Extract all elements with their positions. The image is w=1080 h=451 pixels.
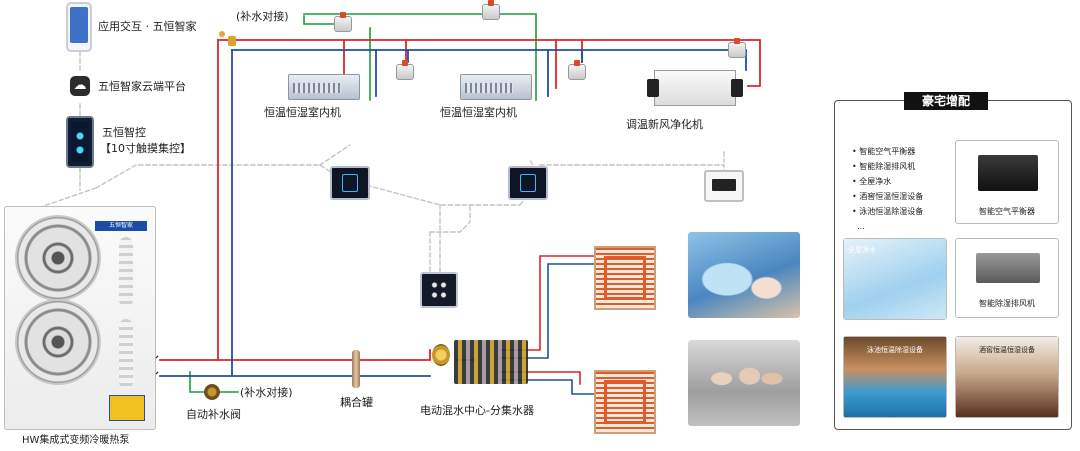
hp-brand-badge: 五恒智家 bbox=[95, 221, 147, 231]
phone-app bbox=[66, 2, 92, 52]
label-heat-pump: HW集成式变频冷暖热泵 bbox=[22, 435, 130, 446]
label-cloud: 五恒智家云端平台 bbox=[98, 80, 186, 93]
air-balancer-image bbox=[978, 155, 1038, 191]
label-app: 应用交互 · 五恒智家 bbox=[98, 20, 197, 33]
card-dehumidifier-caption: 智能除湿排风机 bbox=[979, 299, 1035, 308]
label-coupling-tank: 耦合罐 bbox=[340, 396, 373, 409]
label-erv: 调温新风净化机 bbox=[626, 118, 703, 131]
fan-top bbox=[15, 215, 101, 301]
card-wine-caption: 酒窖恒温恒湿设备 bbox=[979, 346, 1035, 354]
luxury-item: • 智能除湿排风机 bbox=[852, 162, 916, 171]
living-room-photo bbox=[688, 232, 800, 318]
indoor-unit-2-valve bbox=[568, 60, 586, 80]
fan-bottom bbox=[15, 299, 101, 385]
card-water-purify: 全屋净水 bbox=[843, 238, 947, 320]
card-pool: 泳池恒温除湿设备 bbox=[843, 336, 947, 418]
label-indoor-2: 恒温恒湿室内机 bbox=[440, 106, 517, 119]
heat-pump-unit: 五恒智家 bbox=[4, 206, 156, 430]
circulation-pump bbox=[432, 344, 450, 366]
thermostat-2 bbox=[508, 166, 548, 200]
cloud-icon: ☁ bbox=[70, 76, 90, 96]
indoor-unit-1-valve bbox=[396, 60, 414, 80]
label-water-bottom: (补水对接) bbox=[240, 386, 293, 399]
card-pool-caption: 泳池恒温除湿设备 bbox=[867, 346, 923, 354]
erv-controller bbox=[704, 170, 744, 202]
thermostat-1 bbox=[330, 166, 370, 200]
indoor-unit-1 bbox=[288, 74, 360, 100]
luxury-item: • 酒窖恒温恒湿设备 bbox=[852, 192, 924, 201]
card-air-balancer-caption: 智能空气平衡器 bbox=[979, 207, 1035, 216]
label-smart-control-sub: 【10寸触摸集控】 bbox=[100, 142, 191, 155]
indoor-unit-2 bbox=[460, 74, 532, 100]
luxury-item: ... bbox=[857, 222, 865, 231]
luxury-item-list: • 智能空气平衡器 • 智能除湿排风机 • 全屋净水 • 酒窖恒温恒湿设备 • … bbox=[852, 144, 923, 234]
card-water-purify-caption: 全屋净水 bbox=[848, 246, 876, 254]
floor-heating-coil-1 bbox=[594, 246, 656, 310]
dehumidifier-image bbox=[976, 253, 1040, 283]
card-air-balancer: 智能空气平衡器 bbox=[955, 140, 1059, 224]
fresh-air-unit bbox=[647, 70, 743, 106]
luxury-panel-title: 豪宅增配 bbox=[904, 92, 988, 110]
wine-cellar-image bbox=[956, 337, 1058, 417]
phone-screen bbox=[70, 7, 88, 43]
tablet-screen bbox=[71, 122, 89, 162]
label-smart-control: 五恒智控 bbox=[102, 126, 146, 139]
grille-top bbox=[119, 237, 133, 307]
touch-panel-tablet bbox=[66, 116, 94, 168]
label-mixing-center: 电动混水中心-分集水器 bbox=[420, 404, 534, 417]
family-photo bbox=[688, 340, 800, 426]
makeup-pipe-bottom bbox=[189, 371, 239, 393]
water-purify-image bbox=[844, 239, 946, 319]
makeup-valve-2 bbox=[482, 0, 500, 20]
coupling-tank bbox=[352, 350, 360, 388]
luxury-item: • 全屋净水 bbox=[852, 177, 892, 186]
grille-bottom bbox=[119, 319, 133, 389]
luxury-item: • 智能空气平衡器 bbox=[852, 147, 916, 156]
return-pipe bbox=[159, 49, 747, 377]
pool-image bbox=[844, 337, 946, 417]
card-dehumidifier: 智能除湿排风机 bbox=[955, 238, 1059, 318]
floor-heating-coil-2 bbox=[594, 370, 656, 434]
label-water-top: (补水对接) bbox=[236, 10, 289, 23]
label-auto-valve: 自动补水阀 bbox=[186, 408, 241, 421]
label-indoor-1: 恒温恒湿室内机 bbox=[264, 106, 341, 119]
luxury-item: • 泳池恒温除湿设备 bbox=[852, 207, 924, 216]
makeup-valves bbox=[219, 31, 236, 46]
hp-energy-sticker bbox=[109, 395, 145, 421]
auto-makeup-valve bbox=[204, 384, 220, 400]
card-wine: 酒窖恒温恒湿设备 bbox=[955, 336, 1059, 418]
fresh-air-valve bbox=[728, 38, 746, 58]
mixing-controller bbox=[420, 272, 458, 308]
makeup-valve-1 bbox=[334, 12, 352, 32]
manifold bbox=[454, 340, 528, 384]
